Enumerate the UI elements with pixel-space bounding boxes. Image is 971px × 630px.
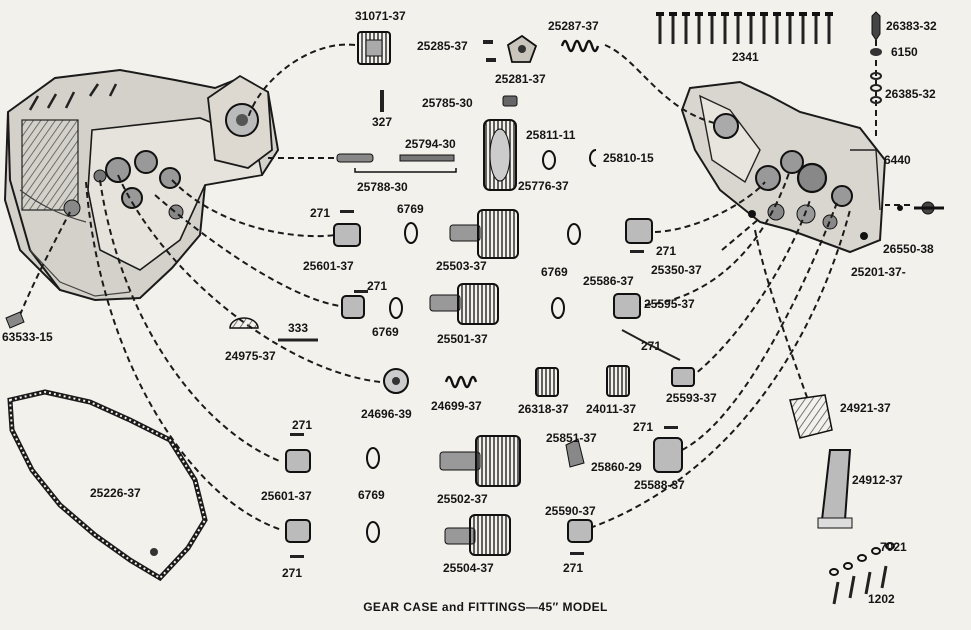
part-number-25785: 25785-30: [422, 96, 473, 110]
part-number-25586: 25586-37: [583, 274, 634, 288]
part-number-25226: 25226-37: [90, 486, 141, 500]
part-number-26550: 26550-38: [883, 242, 934, 256]
part-number-271c: 271: [367, 279, 388, 293]
part-number-25593: 25593-37: [666, 391, 717, 405]
part-number-26385: 26385-32: [885, 87, 936, 101]
part-number-271f: 271: [292, 418, 313, 432]
part-number-6150: 6150: [891, 45, 918, 59]
part-number-24912: 24912-37: [852, 473, 903, 487]
part-number-25350: 25350-37: [651, 263, 702, 277]
part-number-25590: 25590-37: [545, 504, 596, 518]
part-number-24921: 24921-37: [840, 401, 891, 415]
part-number-25201: 25201-37-: [851, 265, 906, 279]
springs-mid: [229, 317, 478, 389]
washers: [366, 222, 581, 543]
part-number-31071: 31071-37: [355, 9, 406, 23]
part-number-2341: 2341: [732, 50, 759, 64]
part-number-25504: 25504-37: [443, 561, 494, 575]
part-number-25503: 25503-37: [436, 259, 487, 273]
part-number-271g: 271: [282, 566, 303, 580]
part-number-271a: 271: [310, 206, 331, 220]
oil-pump-drive-gear: [357, 31, 391, 65]
part-number-24696: 24696-39: [361, 407, 412, 421]
part-number-24699: 24699-37: [431, 399, 482, 413]
part-number-26318: 26318-37: [518, 402, 569, 416]
part-number-25810: 25810-15: [603, 151, 654, 165]
oil-pump-parts: [789, 201, 944, 529]
part-number-25860: 25860-29: [591, 460, 642, 474]
part-number-25788: 25788-30: [357, 180, 408, 194]
part-number-271b: 271: [656, 244, 677, 258]
part-number-6769b: 6769: [541, 265, 568, 279]
part-number-25601a: 25601-37: [303, 259, 354, 273]
breather-gear: [483, 119, 597, 191]
part-number-25811: 25811-11: [526, 128, 576, 142]
part-number-6769a: 6769: [397, 202, 424, 216]
part-number-327: 327: [372, 115, 393, 129]
part-number-25502: 25502-37: [437, 492, 488, 506]
drain-plug: [5, 311, 25, 329]
part-number-25287: 25287-37: [548, 19, 599, 33]
part-number-271e: 271: [633, 420, 654, 434]
part-number-7021: 7021: [880, 540, 907, 554]
part-number-25595: 25595-37: [644, 297, 695, 311]
leader-lines: [19, 40, 910, 531]
locks: [290, 210, 681, 558]
part-number-1202: 1202: [868, 592, 895, 606]
part-number-271h: 271: [563, 561, 584, 575]
part-number-25285: 25285-37: [417, 39, 468, 53]
gear-case-cover: [680, 80, 887, 254]
plug-screw: [870, 11, 882, 104]
valve-cap: [483, 34, 538, 63]
part-number-24011: 24011-37: [586, 402, 637, 416]
part-number-24975: 24975-37: [225, 349, 276, 363]
diagram-caption: GEAR CASE and FITTINGS—45″ MODEL: [363, 600, 608, 614]
spring-top: [560, 39, 600, 53]
left-crankcase: [3, 68, 280, 302]
part-number-25601b: 25601-37: [261, 489, 312, 503]
pins: [380, 90, 518, 112]
part-number-6440: 6440: [884, 153, 911, 167]
cam-gears: [429, 209, 630, 556]
part-number-25794: 25794-30: [405, 137, 456, 151]
screws-row: [656, 12, 833, 44]
gear-case-gasket: [7, 389, 208, 582]
part-number-6769d: 6769: [358, 488, 385, 502]
part-number-25588: 25588-37: [634, 478, 685, 492]
bottom-screws: [829, 542, 895, 605]
part-number-25851: 25851-37: [546, 431, 597, 445]
part-number-333: 333: [288, 321, 309, 335]
part-number-25281: 25281-37: [495, 72, 546, 86]
bushings: [285, 218, 695, 543]
part-number-25501: 25501-37: [437, 332, 488, 346]
shafts: [336, 153, 457, 173]
part-number-6769c: 6769: [372, 325, 399, 339]
part-number-271d: 271: [641, 339, 662, 353]
part-number-63533: 63533-15: [2, 330, 53, 344]
part-number-26383: 26383-32: [886, 19, 937, 33]
part-number-25776: 25776-37: [518, 179, 569, 193]
